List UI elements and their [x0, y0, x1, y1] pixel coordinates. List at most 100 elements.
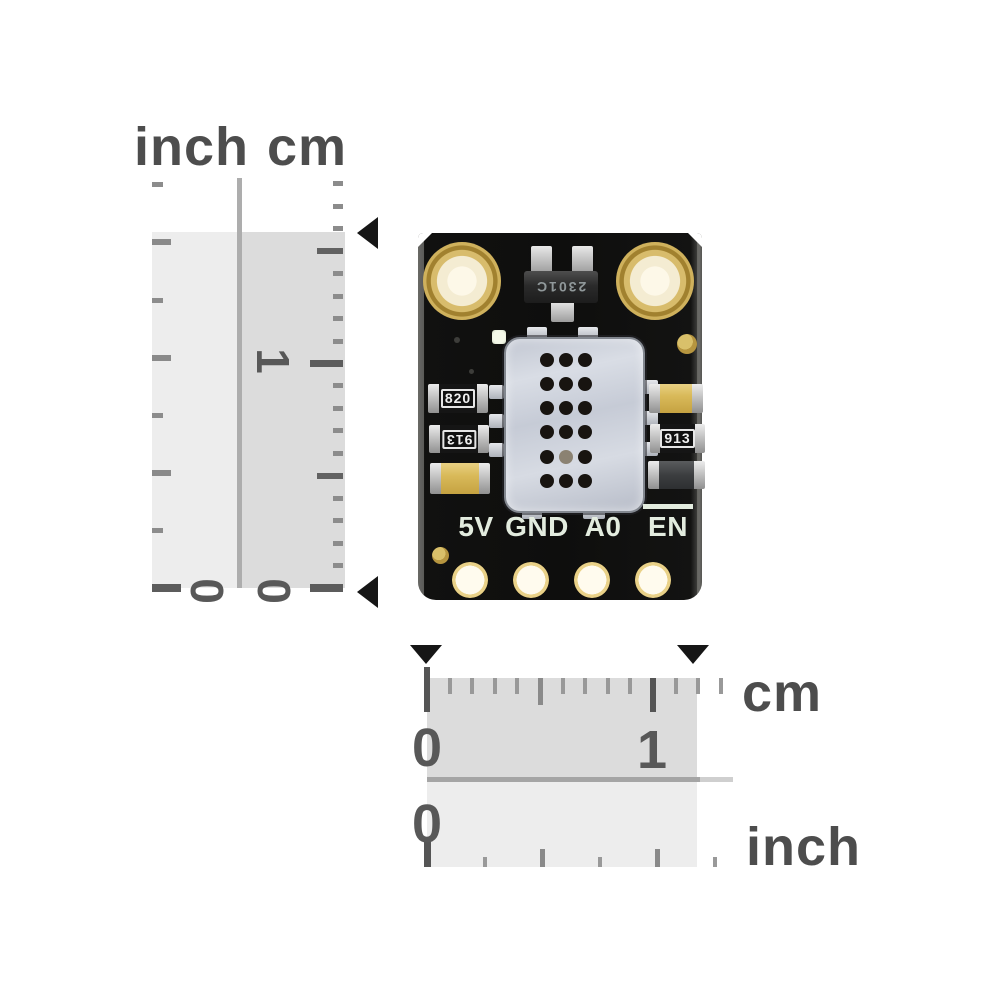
cm-tick [333, 540, 343, 546]
inch-tick [713, 857, 717, 867]
capacitor-left [430, 463, 490, 494]
vertical-ruler-inch-unit-label: inch [134, 117, 250, 177]
horizontal-ruler-divider [427, 777, 700, 782]
pin-label-en: EN [648, 511, 688, 542]
resistor-913-left-marking: 913 [441, 429, 477, 449]
pin-label-overline [643, 504, 693, 509]
cm-tick [317, 248, 343, 255]
horizontal-ruler-cm-unit-label: cm [742, 663, 823, 723]
cm-tick [333, 563, 343, 569]
sensor-vent-hole [578, 353, 592, 367]
inch-tick [152, 412, 163, 418]
horizontal-ruler-divider-tail [700, 777, 733, 782]
sensor-vent-hole [578, 401, 592, 415]
inch-tick [597, 857, 602, 867]
board-left-edge-arrow [410, 645, 442, 664]
sot23-pad-left [531, 246, 552, 273]
inch-tick [152, 469, 171, 476]
vertical-ruler-cm-1-label: 1 [247, 348, 299, 374]
sensor-vent-hole [559, 474, 573, 488]
inch-tick [152, 239, 171, 246]
diode-body [659, 461, 694, 489]
capacitor-right [649, 384, 703, 413]
sensor-vent-hole [578, 450, 592, 464]
sensor-vent-hole [559, 425, 573, 439]
sensor-vent-hole [559, 401, 573, 415]
vertical-ruler-inch-0-label: 0 [181, 578, 233, 604]
inch-tick [152, 354, 171, 361]
cm-tick [583, 678, 588, 694]
board-chamfer-top-right [688, 233, 702, 247]
pin-label-5v: 5V [458, 511, 494, 542]
cm-tick [515, 678, 520, 694]
resistor-913-left: 913 [429, 425, 489, 453]
cm-tick [424, 667, 430, 712]
resistor-820: 820 [428, 384, 488, 413]
cm-tick [333, 181, 343, 187]
sot23-chip: 2301C [524, 271, 598, 303]
vertical-ruler-cm-0-label: 0 [248, 578, 300, 604]
sensor-vent-hole [578, 425, 592, 439]
sensor-lead-left-2 [489, 414, 504, 428]
cm-tick [673, 678, 678, 694]
resistor-820-marking: 820 [440, 389, 476, 408]
sot23-chip-marking: 2301C [535, 279, 587, 295]
resistor-end-cap [429, 425, 440, 453]
vertical-ruler-inch-band [152, 232, 240, 588]
cm-tick [537, 678, 543, 705]
sensor-vent-hole [540, 425, 554, 439]
sot23-pad-right [572, 246, 593, 273]
cm-tick [447, 678, 452, 694]
cm-tick [696, 678, 701, 694]
horizontal-ruler-inch-0-label: 0 [411, 794, 443, 854]
board-left-edge [418, 233, 424, 600]
cm-tick [333, 495, 343, 501]
board-right-edge-arrow [677, 645, 709, 664]
via-dot [454, 337, 460, 343]
sensor-vent-hole [540, 450, 554, 464]
vertical-ruler-cm-unit-label: cm [267, 117, 348, 177]
pin-hole [452, 562, 488, 598]
cm-tick [333, 293, 343, 299]
sensor-vent-hole [559, 377, 573, 391]
cm-tick [333, 450, 343, 456]
cm-tick [628, 678, 633, 694]
board-right-edge [697, 233, 702, 600]
resistor-913-right-marking: 913 [660, 429, 695, 448]
cm-tick [310, 360, 343, 367]
resistor-end-cap [650, 424, 661, 453]
inch-tick [482, 857, 487, 867]
inch-tick [654, 849, 660, 867]
horizontal-ruler-cm-1-label: 1 [636, 720, 668, 780]
sensor-vent-hole [540, 353, 554, 367]
sensor-vent-hole [559, 450, 573, 464]
gold-test-point-bottom-left [432, 547, 449, 564]
board-chamfer-top-left [418, 233, 432, 247]
sensor-vent-hole [540, 377, 554, 391]
sensor-lead-left-3 [489, 443, 504, 457]
cm-tick [718, 678, 723, 694]
cm-tick [605, 678, 610, 694]
cm-tick [333, 226, 343, 232]
cm-tick [560, 678, 565, 694]
inch-tick [423, 839, 431, 867]
cm-tick [333, 518, 343, 524]
sensor-vent-hole [540, 401, 554, 415]
cm-tick [650, 678, 656, 712]
sensor-vent-hole [578, 377, 592, 391]
led-indicator [492, 330, 506, 344]
sot23-pad-bottom [551, 301, 574, 322]
pin-label-gnd: GND [505, 511, 569, 542]
sensor-lead-top-1 [527, 327, 547, 340]
cm-tick [492, 678, 497, 694]
capacitor-body [660, 384, 692, 413]
capacitor-end-cap [430, 463, 441, 494]
resistor-end-cap [694, 424, 705, 453]
resistor-end-cap [477, 384, 488, 413]
pin-hole [635, 562, 671, 598]
diode-end-cap [648, 461, 659, 489]
diode-right [648, 461, 705, 489]
cm-tick [333, 203, 343, 209]
sensor-lead-right-2 [641, 411, 658, 425]
